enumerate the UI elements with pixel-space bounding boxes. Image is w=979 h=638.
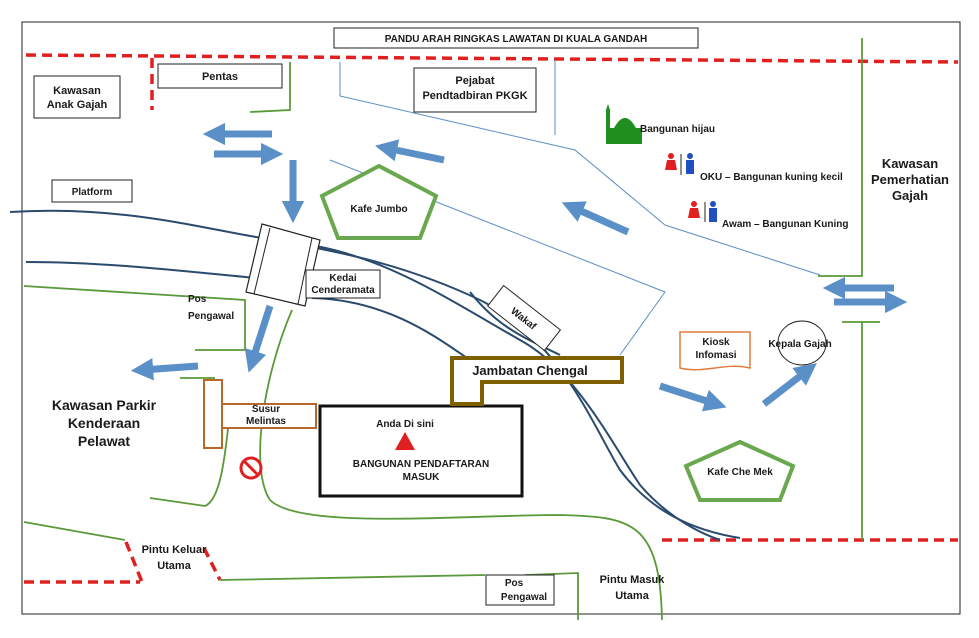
jambatan-chengal-shape <box>450 356 624 406</box>
arrow <box>375 139 445 164</box>
map-frame <box>21 21 961 615</box>
kedai-box <box>305 269 381 299</box>
anda-di-sini-label: Anda Di sini <box>376 419 434 430</box>
kafe-che-mek-label[interactable]: Kafe Che Mek <box>707 467 773 478</box>
walkway-lines <box>329 60 821 356</box>
pentas-box <box>157 63 283 89</box>
wakaf: Wakaf <box>486 284 562 352</box>
jambatan-label[interactable]: Jambatan Chengal <box>472 363 588 378</box>
path-lines <box>23 38 880 621</box>
kafe-che-mek-shape <box>683 439 796 502</box>
pejabat-box <box>413 67 537 113</box>
no-entry-icon <box>239 456 263 480</box>
arrow <box>658 382 727 412</box>
title-box <box>333 27 699 49</box>
platform-label[interactable]: Platform <box>72 187 113 198</box>
kepala-gajah-label[interactable]: Kepala Gajah <box>768 339 831 350</box>
boundary-lines <box>24 53 959 584</box>
legend-mosque: Bangunan hijau <box>640 124 715 135</box>
legend-awam: Awam – Bangunan Kuning <box>722 219 849 230</box>
map-title: PANDU ARAH RINGKAS LAWATAN DI KUALA GAND… <box>385 34 648 45</box>
toilet-icon <box>665 153 694 175</box>
kiosk-box <box>679 331 751 371</box>
mosque-icon <box>606 104 642 144</box>
bridge-structure <box>245 223 321 307</box>
you-are-here-icon <box>395 432 415 450</box>
arrow <box>561 201 630 236</box>
kafe-jumbo-label[interactable]: Kafe Jumbo <box>350 204 407 215</box>
legend-oku: OKU – Bangunan kuning kecil <box>700 172 843 183</box>
arrow <box>761 363 817 407</box>
susur-box <box>221 403 317 429</box>
kafe-jumbo-shape <box>319 163 439 240</box>
toilet-icon <box>688 201 717 222</box>
platform-box <box>51 179 133 203</box>
anak-gajah-box <box>33 75 121 119</box>
arrow <box>244 304 274 373</box>
pendaftaran-box <box>318 404 524 498</box>
susur-tall <box>203 379 223 449</box>
arrow <box>130 358 199 381</box>
direction-arrows <box>130 122 908 412</box>
pos-pengawal-2-box <box>485 574 555 606</box>
pentas-label[interactable]: Pentas <box>202 71 238 83</box>
